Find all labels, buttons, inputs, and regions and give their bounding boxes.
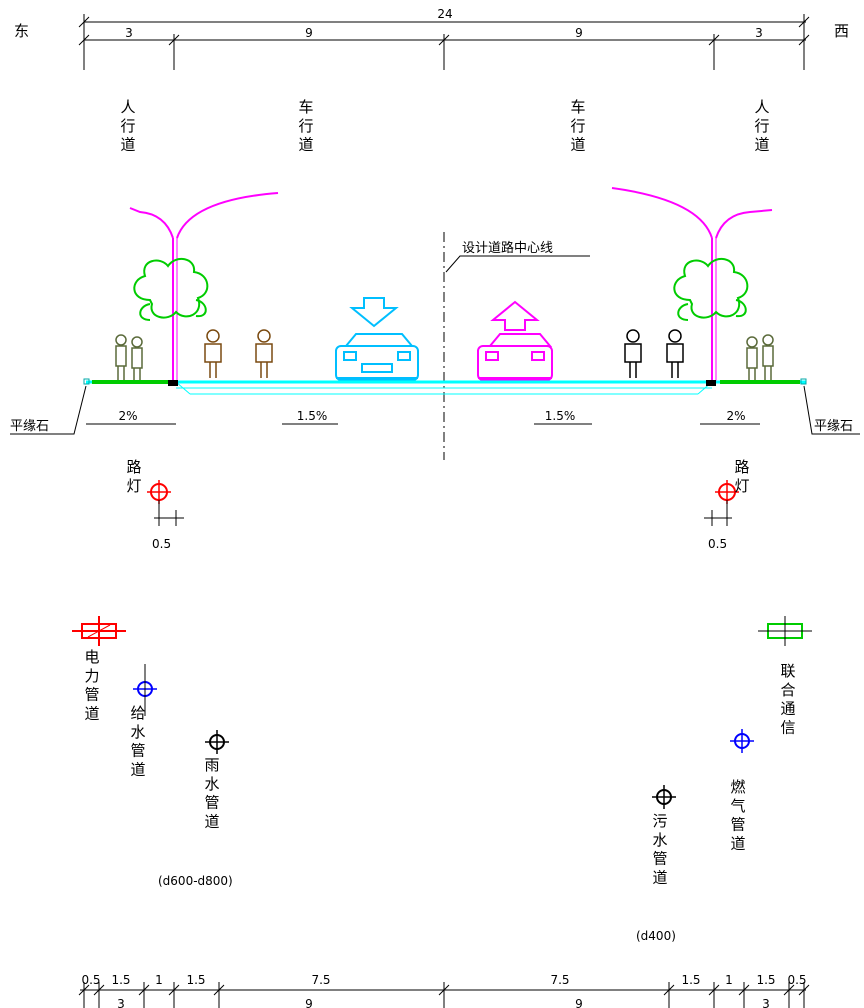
east-label: 东 — [14, 22, 29, 40]
slope-right-sidewalk: 2% — [726, 409, 745, 423]
zone-sidewalk-left: 人行道 — [120, 98, 135, 154]
lamp-offset-left: 0.5 — [152, 537, 171, 551]
centerline-label: 设计道路中心线 — [462, 240, 553, 256]
lamp-label-right: 路灯 — [734, 458, 749, 495]
car-left — [335, 333, 419, 381]
zone-sidewalk-right: 人行道 — [754, 98, 769, 154]
zone-lane-left: 车行道 — [298, 98, 313, 154]
curb-leader-right — [803, 385, 860, 435]
bottom-dimension-group: 0.5 1.5 1 1.5 7.5 7.5 1.5 1 1.5 0.5 3 9 … — [78, 973, 810, 1008]
sewage-pipe-size: (d400) — [636, 929, 676, 943]
rain-pipe-icon — [205, 730, 229, 754]
bdim-7: 1 — [725, 973, 733, 987]
sewage-pipe-label: 污水管道 — [652, 812, 667, 886]
slope-right-lane: 1.5% — [545, 409, 576, 423]
dim-lane-right: 9 — [575, 26, 583, 40]
top-dimension-group: 东 西 24 3 9 9 3 — [14, 7, 849, 70]
cyclist-left-2 — [255, 329, 273, 378]
bdim2-3: 3 — [762, 997, 770, 1008]
slope-left-sidewalk: 2% — [118, 409, 137, 423]
road-surface — [83, 378, 807, 395]
water-supply-pipe-icon — [133, 664, 157, 716]
lamp-base-left — [147, 480, 184, 526]
telecom-label: 联合通信 — [780, 662, 795, 736]
telecom-conduit-icon — [758, 616, 812, 646]
dim-sidewalk-right: 3 — [755, 26, 763, 40]
arrow-up-icon — [490, 300, 540, 331]
bdim2-0: 3 — [117, 997, 125, 1008]
slope-left-lane: 1.5% — [297, 409, 328, 423]
bdim-0: 0.5 — [81, 973, 100, 987]
bdim-2: 1 — [155, 973, 163, 987]
bdim-1: 1.5 — [111, 973, 130, 987]
power-pipe-label: 电力管道 — [84, 648, 99, 722]
arrow-down-icon — [349, 297, 399, 328]
cyclist-left-1 — [204, 329, 222, 378]
gas-pipe-label: 燃气管道 — [730, 778, 745, 852]
bdim-4: 7.5 — [311, 973, 330, 987]
dim-ticks — [78, 16, 810, 46]
tree-right — [673, 257, 749, 321]
pedestrians-right — [746, 334, 774, 380]
power-conduit-icon — [72, 616, 126, 646]
lamp-label-left: 路灯 — [126, 458, 141, 495]
water-supply-label: 给水管道 — [130, 704, 145, 778]
lamp-offset-right: 0.5 — [708, 537, 727, 551]
cyclist-right-1 — [624, 329, 642, 378]
bdim-3: 1.5 — [186, 973, 205, 987]
gas-pipe-icon — [730, 729, 754, 753]
tree-left — [133, 257, 209, 321]
lamp-base-right — [704, 480, 739, 526]
bdim-8: 1.5 — [756, 973, 775, 987]
rain-pipe-size: (d600-d800) — [158, 874, 233, 888]
bdim2-2: 9 — [575, 997, 583, 1008]
bdim-5: 7.5 — [550, 973, 569, 987]
dim-lane-left: 9 — [305, 26, 313, 40]
cyclist-right-2 — [666, 329, 684, 378]
west-label: 西 — [834, 22, 849, 40]
bdim-9: 0.5 — [787, 973, 806, 987]
pedestrians-left — [115, 334, 143, 380]
curb-label-left: 平缘石 — [10, 419, 49, 434]
total-dim-value: 24 — [437, 7, 452, 21]
zone-lane-right: 车行道 — [570, 98, 585, 154]
dim-sidewalk-left: 3 — [125, 26, 133, 40]
centerline-leader — [445, 255, 590, 273]
curb-leader-left — [10, 385, 87, 435]
bdim-6: 1.5 — [681, 973, 700, 987]
car-right — [477, 333, 553, 381]
slope-annotations: 2% 1.5% 1.5% 2% — [86, 409, 760, 425]
bdim2-1: 9 — [305, 997, 313, 1008]
curb-label-right: 平缘石 — [814, 419, 853, 434]
sewage-pipe-icon — [652, 785, 676, 809]
rain-pipe-label: 雨水管道 — [204, 756, 219, 830]
